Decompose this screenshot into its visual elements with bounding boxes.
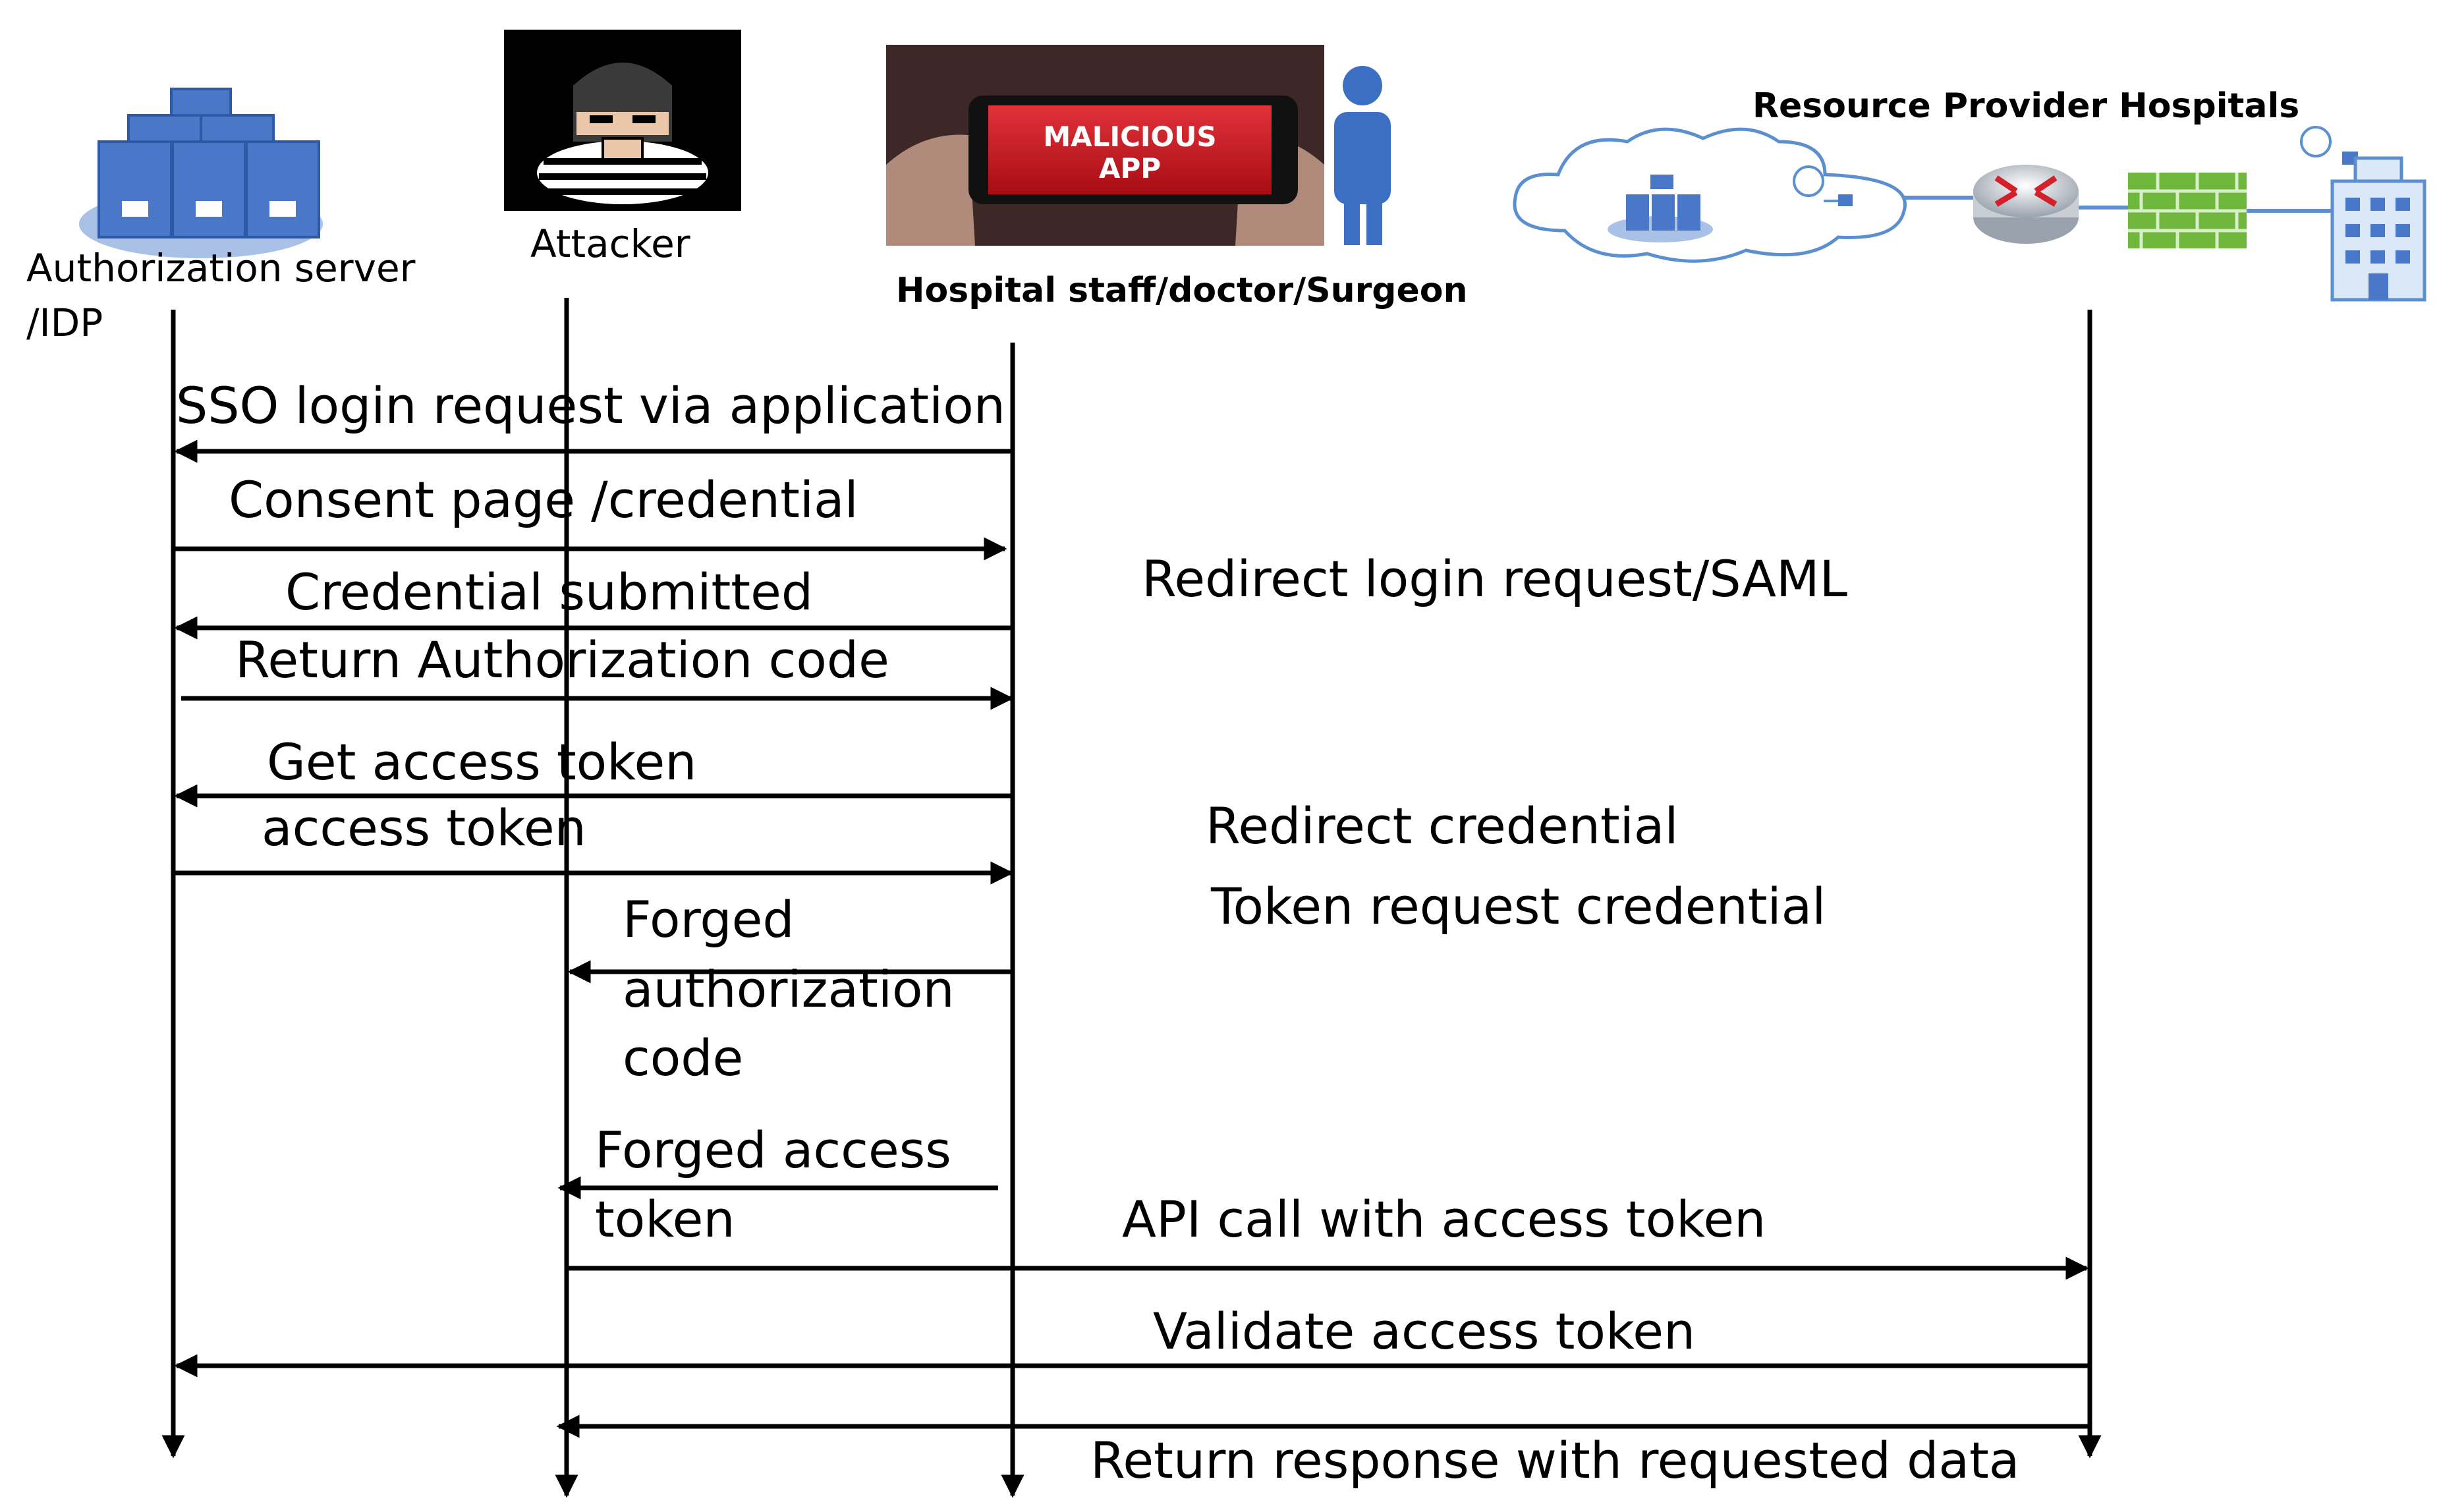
msg-forged-auth-code-line3: code — [623, 1028, 743, 1087]
smartphone-malicious-app-icon: MALICIOUS APP — [886, 45, 1324, 246]
auth-server-label-line2: /IDP — [26, 300, 103, 345]
msg-validate-token: Validate access token — [1153, 1302, 1695, 1360]
msg-access-token: access token — [262, 798, 586, 857]
note-redirect-login: Redirect login request/SAML — [1142, 549, 1847, 608]
msg-forged-auth-code-line2: authorization — [623, 960, 955, 1019]
msg-credential-submitted: Credential submitted — [285, 563, 813, 621]
note-redirect-credential: Redirect credential — [1206, 797, 1678, 855]
msg-return-auth-code: Return Authorization code — [235, 630, 889, 689]
person-icon — [1334, 66, 1391, 245]
hospital-staff-label: Hospital staff/doctor/Surgeon — [896, 271, 1467, 310]
server-cluster-icon — [79, 88, 323, 258]
msg-forged-access-token-line2: token — [595, 1190, 735, 1248]
resource-provider-label: Resource Provider Hospitals — [1752, 86, 2299, 126]
msg-consent-page: Consent page /credential — [229, 470, 858, 529]
msg-forged-auth-code-line1: Forged — [623, 890, 795, 949]
msg-get-access-token: Get access token — [267, 733, 696, 791]
masked-thief-icon — [504, 30, 741, 211]
auth-server-label: Authorization server — [26, 246, 416, 291]
msg-forged-access-token-line1: Forged access — [595, 1121, 951, 1179]
cloud-network-router-firewall-hospital-icon — [1513, 126, 2426, 302]
msg-sso-login: SSO login request via application — [176, 376, 1005, 435]
msg-api-call: API call with access token — [1122, 1190, 1766, 1248]
malicious-app-label-line1: MALICIOUS — [1043, 121, 1216, 153]
note-token-request: Token request credential — [1210, 877, 1826, 936]
attacker-label: Attacker — [530, 221, 690, 266]
msg-return-response: Return response with requested data — [1090, 1431, 2019, 1490]
malicious-app-label-line2: APP — [1099, 152, 1161, 184]
